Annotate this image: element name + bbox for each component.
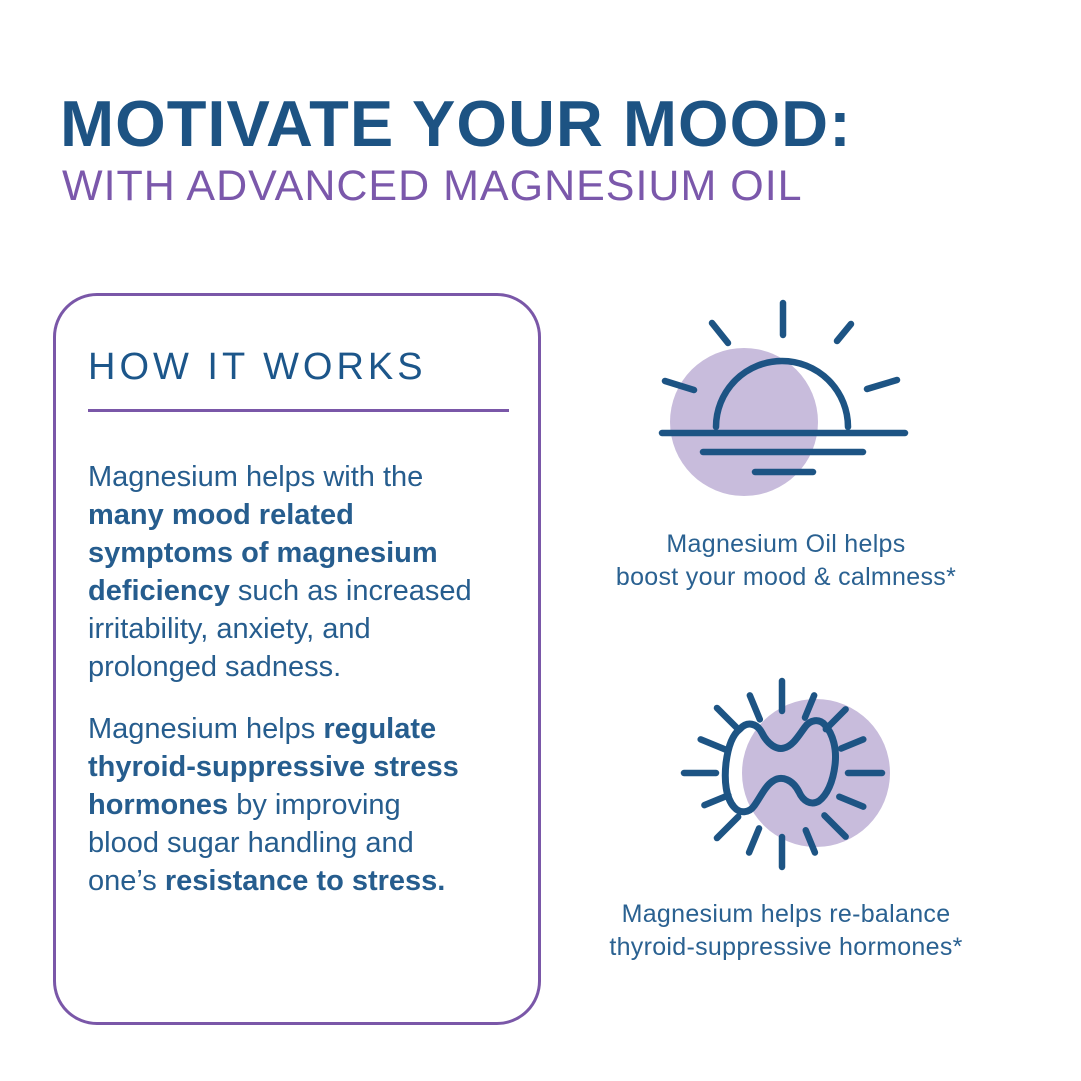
benefit-caption-thyroid: Magnesium helps re-balance thyroid-suppr…: [609, 900, 963, 961]
page-subtitle: WITH ADVANCED MAGNESIUM OIL: [62, 162, 803, 210]
bold-text-run: many mood related symptoms of magnesium …: [88, 499, 438, 607]
text-run: Magnesium helps with the: [88, 461, 424, 493]
text-run: Magnesium helps: [88, 713, 324, 745]
benefit-caption-mood: Magnesium Oil helps boost your mood & ca…: [615, 530, 957, 591]
body-paragraph: Magnesium helps regulate thyroid-suppres…: [88, 710, 506, 900]
lavender-circle: [742, 699, 890, 847]
thyroid-gland-outline: [721, 717, 839, 816]
lavender-circle: [670, 348, 818, 496]
body-paragraph: Magnesium helps with the many mood relat…: [88, 458, 506, 686]
burst-rays: [680, 677, 886, 871]
bold-text-run: regulate thyroid-suppressive stress horm…: [88, 713, 459, 821]
how-it-works-heading: HOW IT WORKS: [88, 346, 427, 388]
thyroid-burst-icon: [680, 677, 890, 871]
sunrise-icon: [658, 299, 909, 496]
text-run: by improving blood sugar handling and on…: [88, 789, 414, 897]
how-it-works-panel: HOW IT WORKS Magnesium helps with the ma…: [53, 293, 541, 1025]
heading-divider: [88, 409, 509, 412]
bold-text-run: resistance to stress.: [164, 865, 446, 897]
page-title: MOTIVATE YOUR MOOD:: [60, 87, 852, 160]
text-run: such as increased irritability, anxiety,…: [88, 575, 472, 683]
